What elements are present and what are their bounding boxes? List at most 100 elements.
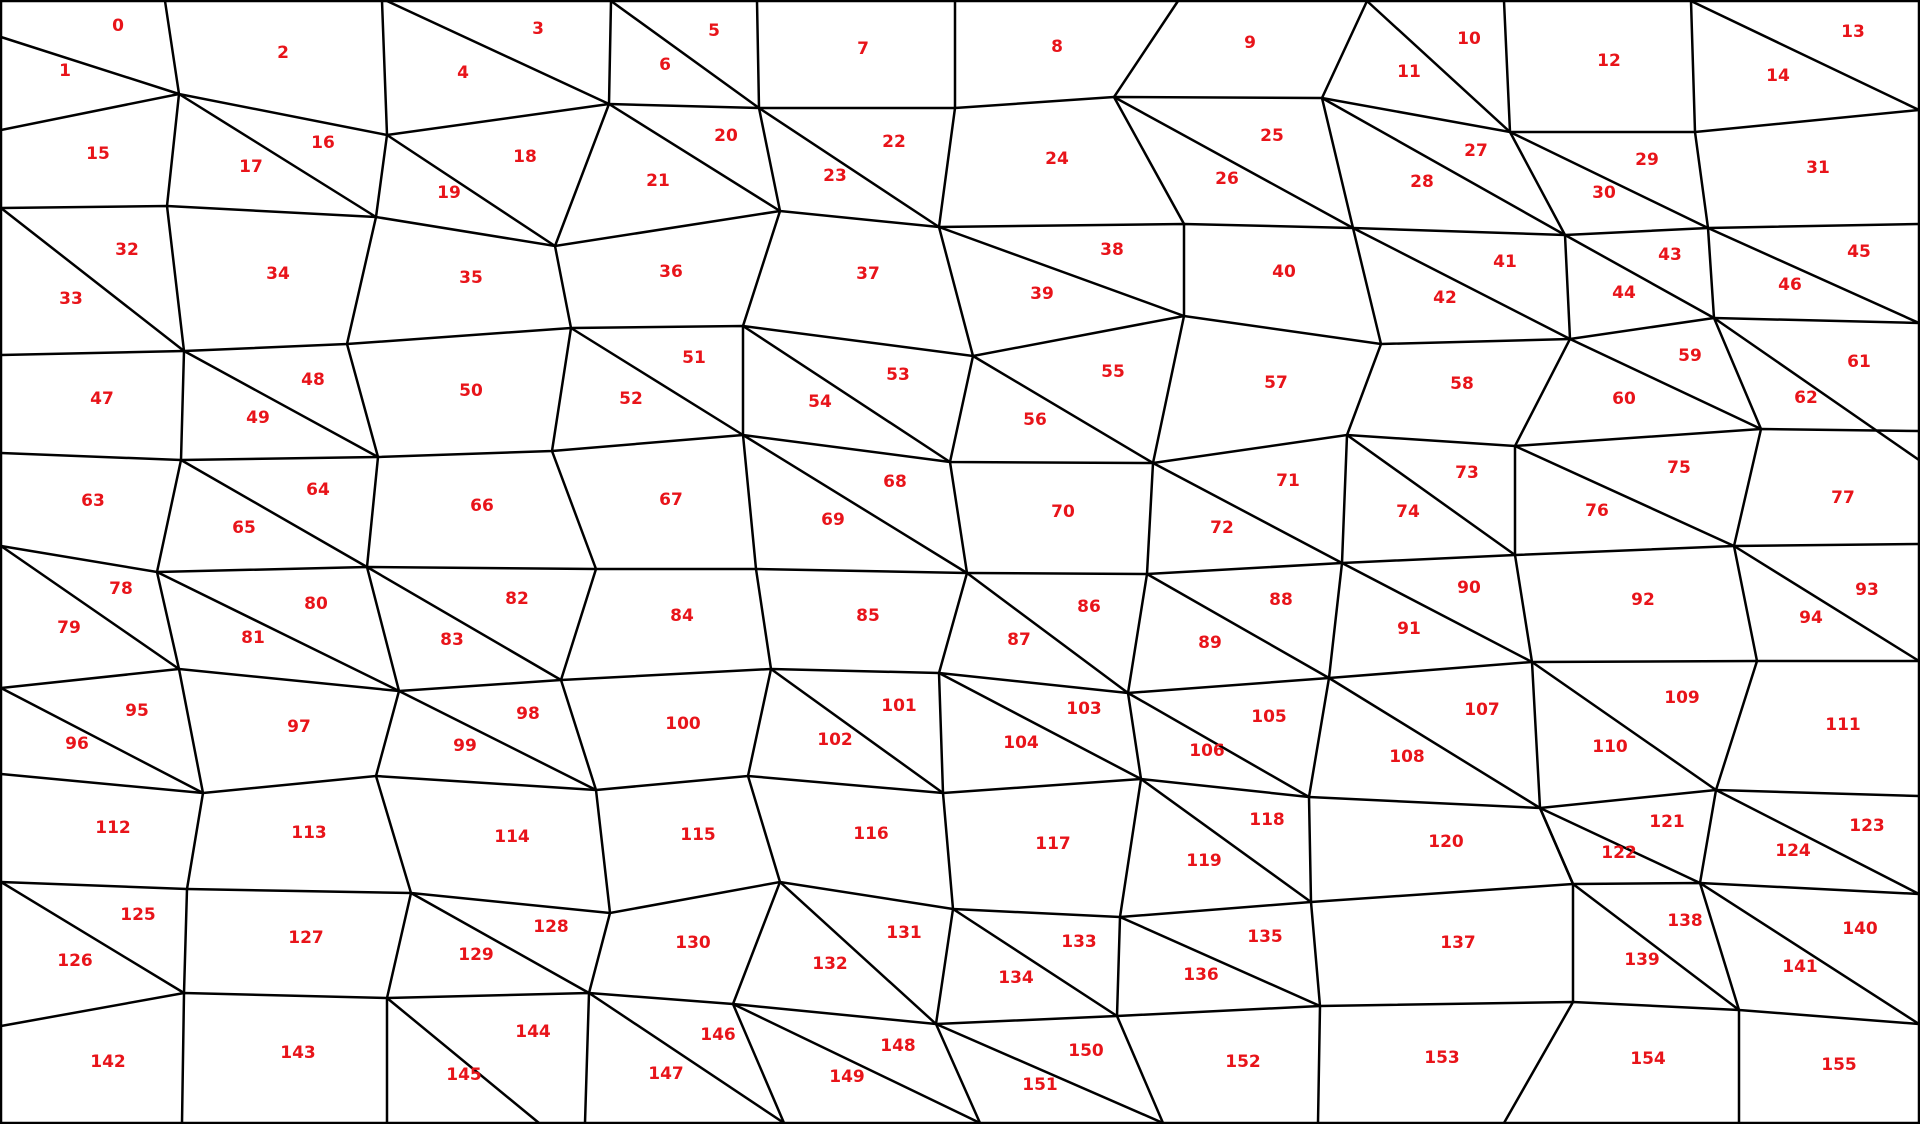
cell-label: 41	[1493, 252, 1517, 272]
cell-label: 146	[700, 1025, 736, 1045]
cell-label: 137	[1440, 933, 1476, 953]
cell-label: 91	[1397, 619, 1421, 639]
cell-label: 57	[1264, 373, 1288, 393]
cell-label: 145	[446, 1065, 482, 1085]
mesh-edge	[731, 0, 786, 1124]
cell-label: 96	[65, 734, 89, 754]
mesh-edge	[1689, 0, 1763, 1124]
cell-label: 48	[301, 370, 325, 390]
cell-label: 44	[1612, 283, 1636, 303]
cell-label: 67	[659, 490, 683, 510]
cell-label: 77	[1831, 488, 1855, 508]
cell-label: 110	[1592, 737, 1628, 757]
cell-label: 22	[882, 132, 906, 152]
mesh-edge	[1139, 777, 1313, 904]
cell-label: 92	[1631, 590, 1655, 610]
cell-label: 70	[1051, 502, 1075, 522]
mesh-edge	[1145, 572, 1331, 680]
cell-label: 128	[533, 917, 569, 937]
cell-label: 88	[1269, 590, 1293, 610]
cell-label: 45	[1847, 242, 1871, 262]
mesh-edge	[757, 106, 941, 229]
mesh-edge	[155, 0, 205, 1124]
cell-label: 142	[90, 1052, 126, 1072]
cell-label: 7	[857, 39, 869, 59]
cell-label: 13	[1841, 22, 1865, 42]
mesh-edge	[1365, 0, 1512, 134]
mesh-edge	[550, 0, 613, 1124]
mesh-edge	[1698, 881, 1920, 1026]
cell-label: 113	[291, 823, 327, 843]
cell-label: 138	[1667, 911, 1703, 931]
cell-label: 40	[1272, 262, 1296, 282]
cell-label: 81	[241, 628, 265, 648]
mesh-edge	[0, 92, 1920, 137]
cell-label: 14	[1766, 66, 1790, 86]
cell-label: 111	[1825, 715, 1861, 735]
cell-label: 9	[1244, 33, 1256, 53]
mesh-edge	[1689, 0, 1920, 112]
cell-label: 94	[1799, 608, 1823, 628]
cell-label: 65	[232, 518, 256, 538]
cell-label: 99	[453, 736, 477, 756]
cell-label: 29	[1635, 150, 1659, 170]
mesh-edge	[971, 354, 1155, 465]
mesh-edge	[0, 544, 181, 671]
cell-label: 54	[808, 392, 832, 412]
mesh-edge	[1732, 544, 1920, 663]
mesh-edge	[1502, 0, 1575, 1124]
cell-label: 129	[458, 945, 494, 965]
mesh-edge	[1538, 806, 1575, 886]
mesh-edge	[385, 0, 611, 106]
cell-label: 134	[998, 968, 1034, 988]
mesh-edge	[0, 686, 205, 795]
cell-label: 130	[675, 933, 711, 953]
cell-label: 63	[81, 491, 105, 511]
mesh-edge	[0, 427, 1920, 465]
mesh-edge	[1351, 226, 1572, 341]
cell-label: 47	[90, 389, 114, 409]
cell-label: 116	[853, 824, 889, 844]
cell-label: 86	[1077, 597, 1101, 617]
cell-label: 32	[115, 240, 139, 260]
cell-label: 126	[57, 951, 93, 971]
cell-label: 107	[1464, 700, 1500, 720]
cell-label: 131	[886, 923, 922, 943]
cell-label: 125	[120, 905, 156, 925]
mesh-edge	[609, 0, 761, 110]
cell-label: 21	[646, 171, 670, 191]
cell-label: 62	[1794, 388, 1818, 408]
cell-label: 80	[304, 594, 328, 614]
cell-label: 148	[880, 1036, 916, 1056]
cell-label: 60	[1612, 389, 1636, 409]
cell-label: 87	[1007, 630, 1031, 650]
cell-label: 61	[1847, 352, 1871, 372]
cell-label: 23	[823, 166, 847, 186]
mesh-edge	[1151, 461, 1344, 565]
mesh-edge	[934, 1022, 1165, 1124]
mesh-edge	[1513, 444, 1736, 548]
cell-label: 90	[1457, 578, 1481, 598]
cell-label: 3	[532, 19, 544, 39]
cell-label: 72	[1210, 518, 1234, 538]
cell-label: 120	[1428, 832, 1464, 852]
mesh-edge	[365, 565, 563, 682]
cell-label: 102	[817, 730, 853, 750]
mesh-edge	[1568, 337, 1763, 431]
cell-label: 141	[1782, 957, 1818, 977]
cell-label: 132	[812, 954, 848, 974]
cell-label: 139	[1624, 950, 1660, 970]
cell-label: 119	[1186, 851, 1222, 871]
cell-label: 115	[680, 825, 716, 845]
mesh-edge	[1340, 561, 1534, 664]
cell-label: 89	[1198, 633, 1222, 653]
cell-label: 152	[1225, 1052, 1261, 1072]
cell-label: 46	[1778, 275, 1802, 295]
cell-label: 136	[1183, 965, 1219, 985]
cell-label: 118	[1249, 810, 1285, 830]
cell-label: 8	[1051, 37, 1063, 57]
cell-label: 98	[516, 704, 540, 724]
mesh-edge	[0, 659, 1920, 695]
mesh-edge	[0, 204, 1920, 248]
